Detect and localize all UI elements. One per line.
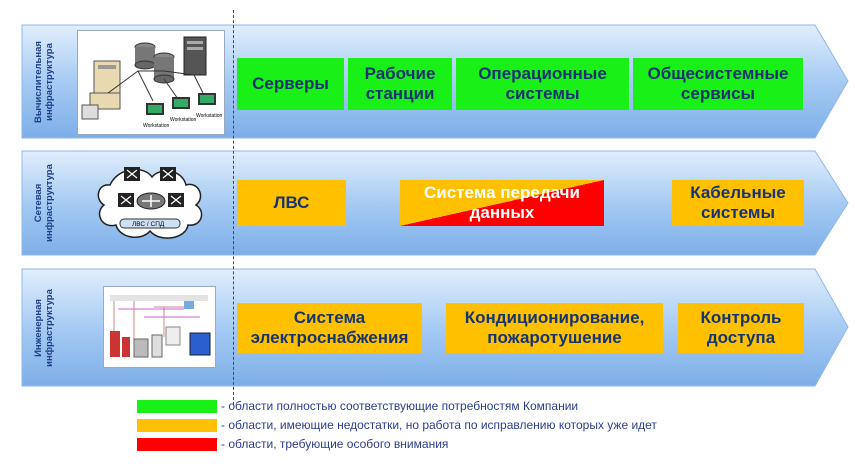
engineering-picture [103, 286, 216, 368]
svg-text:Workstation: Workstation [196, 113, 223, 119]
computing-picture: Workstation Workstation Workstation [77, 30, 225, 135]
box-conditioning-fire: Кондиционирование,пожаротушение [446, 303, 663, 353]
legend-swatch [137, 400, 217, 413]
tower-server-icon [183, 36, 207, 76]
workstation-icon [146, 93, 216, 115]
legend-swatch [137, 419, 217, 432]
legend-text: - области полностью соответствующие потр… [221, 399, 579, 413]
building-engineering-icon [110, 295, 211, 358]
router-icon [136, 192, 166, 210]
divider-line [233, 10, 234, 405]
database-icon [134, 42, 175, 84]
server-icon [81, 60, 121, 120]
legend-text: - области, имеющие недостатки, но работа… [221, 418, 657, 432]
box-lan: ЛВС [237, 180, 346, 226]
network-picture: ЛВС / СПД [90, 155, 208, 247]
svg-text:Workstation: Workstation [170, 117, 197, 123]
svg-text:Workstation: Workstation [143, 123, 170, 129]
box-servers: Серверы [237, 58, 344, 110]
legend-text: - области, требующие особого внимания [221, 437, 449, 451]
band-arrow [21, 268, 849, 387]
legend-swatch [137, 438, 217, 451]
svg-text:ЛВС / СПД: ЛВС / СПД [132, 221, 165, 228]
